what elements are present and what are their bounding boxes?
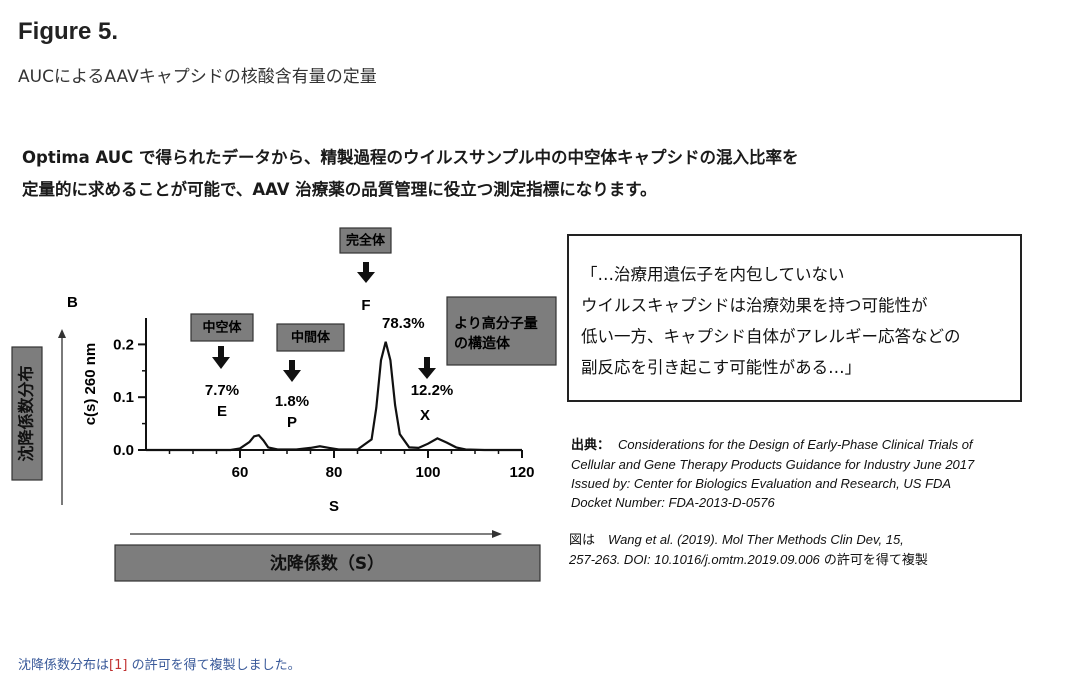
peak-F-percent: 78.3% (382, 315, 425, 332)
quote-line-4: 副反応を引き起こす可能性がある…」 (581, 358, 862, 377)
intro-line-2: 定量的に求めることが可能で、AAV 治療薬の品質管理に役立つ測定指標になります。 (22, 180, 657, 199)
peak-X-annotation: 12.2% X (411, 357, 454, 424)
peak-F-annotation: 完全体 F 78.3% (339, 227, 425, 332)
footnote-text-after: の許可を得て複製しました。 (127, 658, 301, 673)
permission-citation-1: Wang et al. (2019). Mol Ther Methods Cli… (608, 532, 904, 547)
panel-label: B (67, 294, 78, 311)
intro-paragraph: Optima AUC で得られたデータから、精製過程のウイルスサンプル中の中空体… (22, 142, 982, 206)
peak-E-percent: 7.7% (205, 382, 239, 399)
x-axis-title: S (329, 498, 339, 515)
x-tick-label: 60 (232, 464, 249, 481)
source-line-3: Issued by: Center for Biologics Evaluati… (571, 476, 952, 491)
footnote: 沈降係数分布は[1] の許可を得て複製しました。 (18, 654, 301, 673)
peak-E-id: E (217, 403, 227, 420)
y-tick-label: 0.1 (113, 389, 134, 406)
figure-title: Figure 5. (18, 18, 119, 45)
source-citation: 出典： Considerations for the Design of Earl… (571, 435, 1061, 512)
y-axis-ticks: 0.0 0.1 0.2 (113, 336, 146, 459)
vertical-axis-label: 沈降係数分布 (17, 365, 36, 461)
vertical-axis-box: 沈降係数分布 (11, 346, 43, 481)
permission-prefix: 図は (569, 533, 596, 548)
source-line-2: Cellular and Gene Therapy Products Guida… (571, 457, 975, 472)
peak-P-annotation: 中間体 1.8% P (275, 323, 345, 431)
peak-P-box-label: 中間体 (291, 330, 331, 346)
distribution-curve (146, 341, 522, 452)
permission-citation-2: 257-263. DOI: 10.1016/j.omtm.2019.09.006 (569, 552, 820, 567)
footnote-reference-link[interactable]: [1] (109, 658, 128, 673)
x-axis-ticks: 60 80 100 120 (168, 450, 535, 481)
horizontal-axis-label: 沈降係数（S） (270, 553, 384, 574)
peak-E-annotation: 中空体 7.7% E (190, 313, 254, 420)
horizontal-axis-arrowhead (492, 530, 502, 538)
source-line-4: Docket Number: FDA-2013-D-0576 (571, 495, 775, 510)
quote-line-1: 「…治療用遺伝子を内包していない (581, 265, 845, 284)
y-axis-title: c(s) 260 nm (82, 343, 99, 426)
figure-subtitle: AUCによるAAVキャプシドの核酸含有量の定量 (18, 67, 377, 87)
quote-box: 「…治療用遺伝子を内包していない ウイルスキャプシドは治療効果を持つ可能性が 低… (567, 234, 1022, 402)
y-tick-label: 0.2 (113, 336, 134, 353)
sedimentation-chart: 沈降係数分布 沈降係数（S） B 0.0 0.1 0.2 60 80 100 120 c(… (11, 227, 557, 582)
source-head: 出典： (571, 438, 611, 453)
peak-X-percent: 12.2% (411, 382, 454, 399)
x-tick-label: 80 (326, 464, 343, 481)
footnote-text-before: 沈降係数分布は (18, 658, 110, 673)
y-tick-label: 0.0 (113, 442, 134, 459)
vertical-axis-arrowhead (58, 329, 66, 338)
high-mw-box: より高分子量 の構造体 (446, 296, 557, 366)
peak-F-box-label: 完全体 (346, 233, 386, 249)
peak-P-id: P (287, 414, 297, 431)
high-mw-label-line-2: の構造体 (454, 335, 511, 352)
permission-note: 図は Wang et al. (2019). Mol Ther Methods … (569, 530, 1059, 570)
x-tick-label: 120 (509, 464, 534, 481)
quote-line-2: ウイルスキャプシドは治療効果を持つ可能性が (581, 296, 928, 315)
permission-line-1: 図は Wang et al. (2019). Mol Ther Methods … (569, 530, 1059, 550)
peak-X-id: X (420, 407, 430, 424)
intro-line-1: Optima AUC で得られたデータから、精製過程のウイルスサンプル中の中空体… (22, 148, 799, 167)
permission-line-2: 257-263. DOI: 10.1016/j.omtm.2019.09.006… (569, 550, 1059, 570)
peak-E-box-label: 中空体 (202, 320, 242, 336)
source-text-1: Considerations for the Design of Early-P… (618, 437, 973, 452)
quote-line-3: 低い一方、キャプシド自体がアレルギー応答などの (581, 327, 961, 346)
permission-suffix: の許可を得て複製 (819, 553, 928, 568)
horizontal-axis-box: 沈降係数（S） (114, 544, 541, 582)
source-line-1: 出典： Considerations for the Design of Earl… (571, 435, 1061, 455)
peak-P-percent: 1.8% (275, 393, 309, 410)
x-tick-label: 100 (415, 464, 440, 481)
high-mw-label-line-1: より高分子量 (454, 315, 538, 332)
peak-F-id: F (361, 297, 370, 314)
